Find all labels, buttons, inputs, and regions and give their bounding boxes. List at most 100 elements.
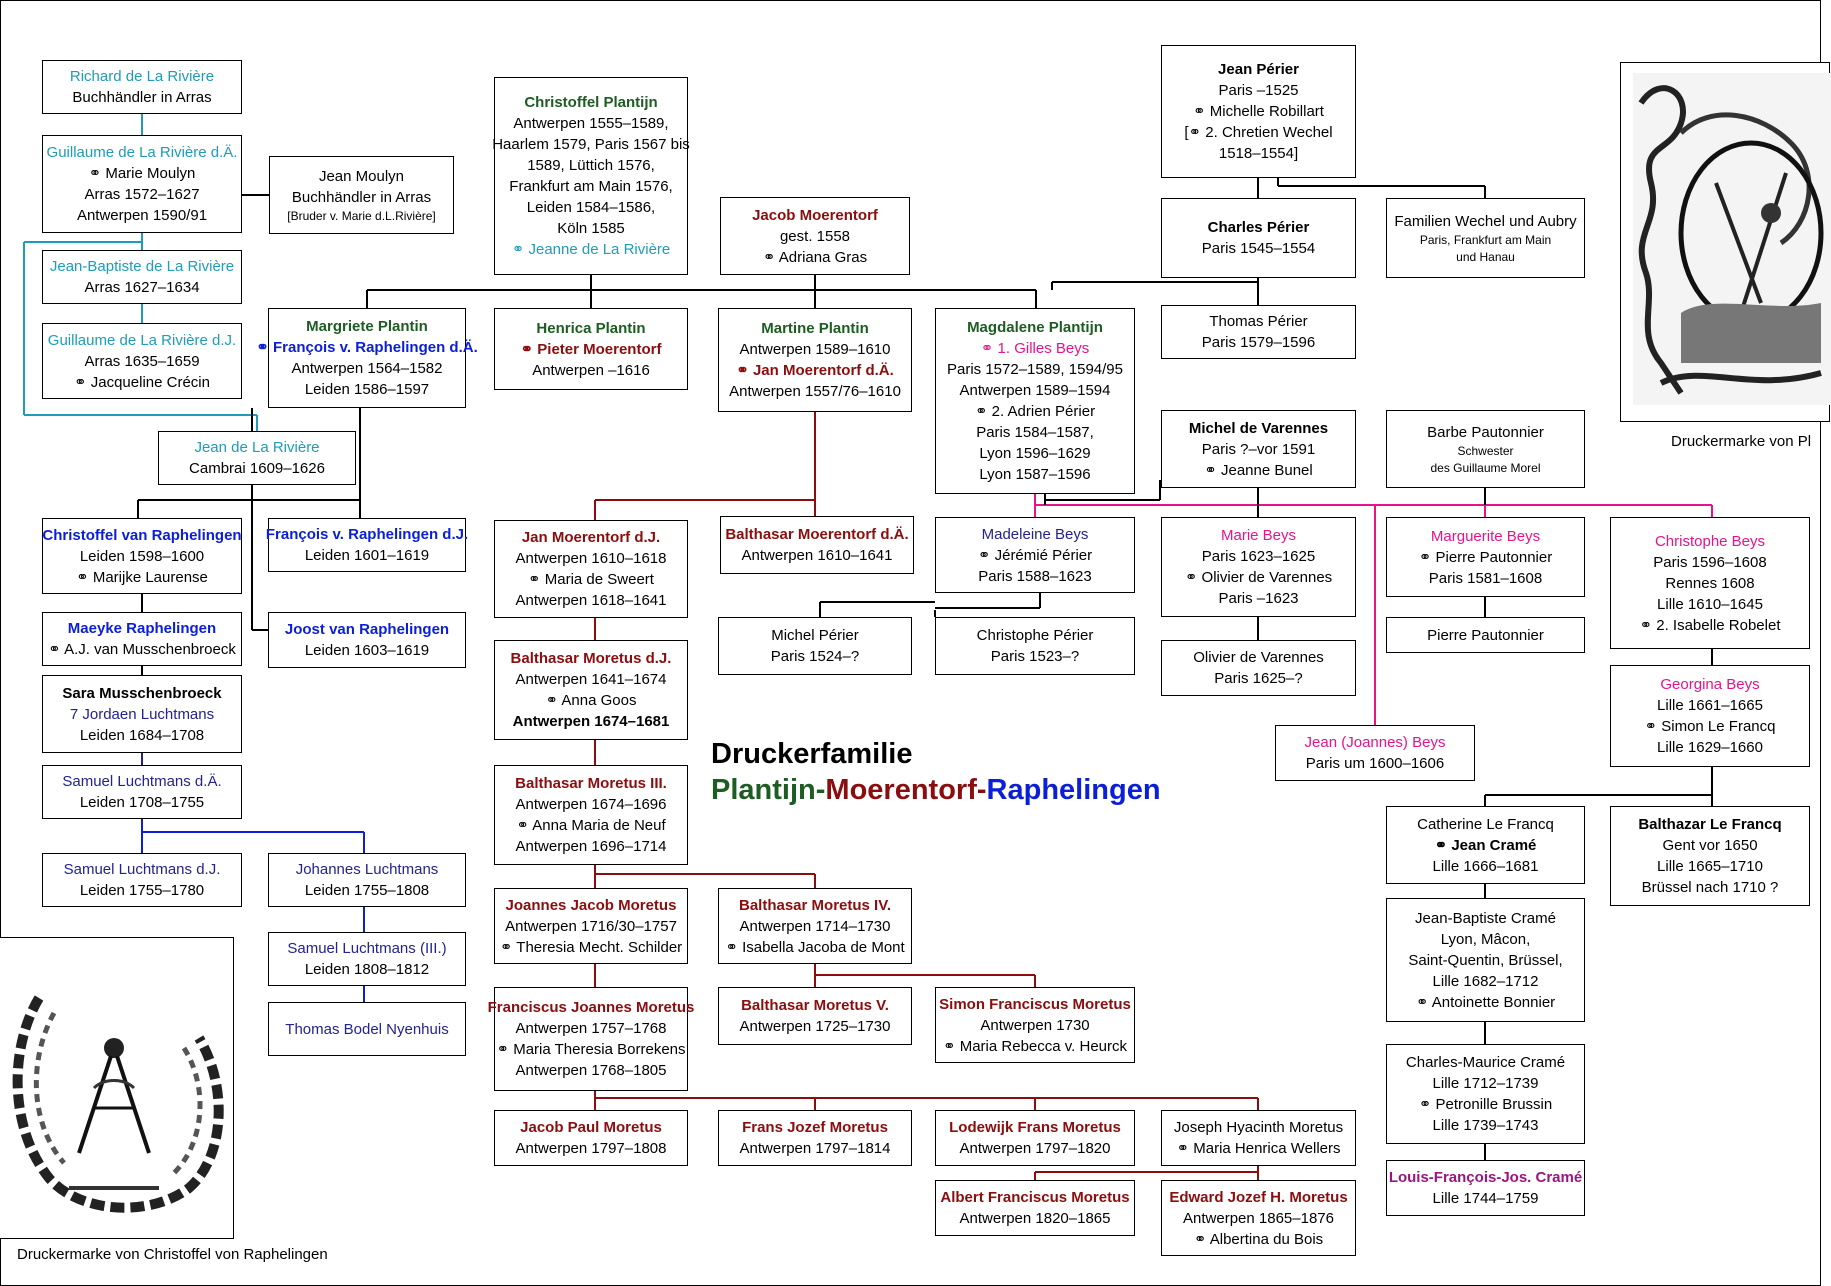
title-plantijn: Plantijn (711, 774, 816, 807)
person-line: Paris 1596–1608 (1653, 553, 1767, 571)
person-line: Saint-Quentin, Brüssel, (1408, 951, 1563, 969)
person-line: Paris ?–vor 1591 (1201, 440, 1316, 458)
person-line: Leiden 1755–1780 (79, 882, 205, 899)
person-line: Madeleine Beys (981, 525, 1089, 543)
person-line: Charles Périer (1207, 219, 1310, 236)
person-line: Thomas Bodel Nyenhuis (285, 1020, 449, 1038)
person-line: Antwerpen 1564–1582 (291, 360, 443, 377)
person-box-samuel-luchtmans-dj: Samuel Luchtmans d.J.Leiden 1755–1780 (42, 853, 242, 907)
person-line: Frans Jozef Moretus (742, 1119, 888, 1136)
person-line: Lille 1666–1681 (1432, 857, 1539, 875)
person-line: ⚭ Adriana Gras (762, 248, 868, 266)
person-line: Leiden 1603–1619 (304, 642, 430, 659)
person-box-balthasar-moretus-iii: Balthasar Moretus III.Antwerpen 1674–169… (494, 765, 688, 865)
person-box-jan-moerentorf-dj: Jan Moerentorf d.J.Antwerpen 1610–1618⚭ … (494, 520, 688, 618)
person-line: Antwerpen 1674–1681 (512, 713, 670, 730)
person-line: ⚭ Simon Le Francq (1644, 718, 1776, 735)
person-line: ⚭ Jean Cramé (1434, 836, 1537, 854)
person-line: Familien Wechel und Aubry (1394, 212, 1577, 230)
person-line: Balthazar Le Francq (1638, 816, 1782, 833)
person-line: Barbe Pautonnier (1427, 423, 1544, 441)
person-line: Balthasar Moretus d.J. (510, 650, 672, 667)
person-line: Joannes Jacob Moretus (505, 896, 677, 914)
person-line: Antwerpen 1610–1641 (741, 547, 893, 564)
person-line: Lyon 1587–1596 (979, 466, 1091, 483)
person-line: Edward Jozef H. Moretus (1169, 1188, 1348, 1206)
person-line: Christophe Beys (1654, 532, 1766, 550)
person-line: Paris 1588–1623 (978, 567, 1092, 585)
person-line: Catherine Le Francq (1417, 815, 1554, 833)
person-line: Jean de La Rivière (194, 439, 320, 456)
person-line: Marie Beys (1220, 527, 1297, 544)
person-line: Antwerpen 1820–1865 (959, 1210, 1111, 1227)
person-box-balthasar-moretus-iv: Balthasar Moretus IV.Antwerpen 1714–1730… (718, 888, 912, 964)
person-box-joseph-hyacinth-moretus: Joseph Hyacinth Moretus⚭ Maria Henrica W… (1161, 1110, 1356, 1166)
person-line: Lille 1661–1665 (1657, 697, 1763, 714)
person-line: ⚭ Albertina du Bois (1193, 1230, 1324, 1248)
title-line2: Plantijn-Moerentorf-Raphelingen (711, 772, 1161, 808)
person-line: Leiden 1755–1808 (304, 882, 430, 899)
person-line: Köln 1585 (557, 220, 625, 237)
raphelingen-mark-caption: Druckermarke von Christoffel von Rapheli… (17, 1246, 328, 1263)
person-box-maeyke-raphelingen: Maeyke Raphelingen⚭ A.J. van Musschenbro… (42, 612, 242, 666)
person-line: ⚭ Petronille Brussin (1418, 1096, 1553, 1113)
person-line: ⚭ Antoinette Bonnier (1415, 993, 1556, 1011)
person-line: Antwerpen –1616 (532, 361, 650, 379)
person-line: Lyon, Mâcon, (1440, 930, 1531, 948)
plantijn-mark-image (1633, 73, 1831, 405)
person-line: Jean Périer (1218, 61, 1299, 78)
person-line: [Bruder v. Marie d.L.Rivière] (287, 208, 436, 223)
person-line: und Hanau (1456, 249, 1515, 264)
person-line: 1518–1554] (1218, 145, 1299, 162)
person-line: Paris –1525 (1218, 82, 1299, 99)
person-line: ⚭ Jan Moerentorf d.Ä. (736, 362, 894, 379)
person-line: Lille 1682–1712 (1432, 972, 1539, 990)
person-line: Antwerpen 1555–1589, (513, 115, 669, 132)
person-line: Antwerpen 1725–1730 (739, 1018, 891, 1035)
person-line: Antwerpen 1557/76–1610 (729, 383, 901, 400)
person-line: Michel Périer (771, 627, 859, 644)
person-line: ⚭ Jérémié Périer (977, 546, 1093, 564)
person-box-balthasar-moretus-v: Balthasar Moretus V.Antwerpen 1725–1730 (718, 987, 912, 1045)
person-line: Jacob Paul Moretus (520, 1119, 662, 1136)
person-line: Franciscus Joannes Moretus (487, 999, 695, 1016)
person-line: Paris, Frankfurt am Main (1419, 232, 1552, 247)
person-line: ⚭ Jeanne de La Rivière (511, 241, 671, 258)
person-line: ⚭ Pierre Pautonnier (1418, 548, 1553, 566)
person-line: Antwerpen 1590/91 (76, 207, 208, 224)
person-line: Lille 1744–1759 (1432, 1190, 1539, 1207)
person-line: Jean-Baptiste de La Rivière (49, 258, 235, 275)
person-line: Christoffel van Raphelingen (42, 526, 242, 544)
person-line: Leiden 1584–1586, (526, 199, 656, 216)
person-line: ⚭ Olivier de Varennes (1184, 569, 1333, 586)
person-line: ⚭ Pieter Moerentorf (520, 340, 662, 358)
person-line: ⚭ François v. Raphelingen d.Ä. (256, 339, 478, 356)
person-box-guillaume-riviere-dj: Guillaume de La Rivière d.J.Arras 1635–1… (42, 323, 242, 399)
title-dash-2: - (976, 774, 987, 807)
title-raphelingen: Raphelingen (986, 774, 1161, 807)
person-line: Lille 1629–1660 (1657, 739, 1763, 756)
person-line: Samuel Luchtmans (III.) (287, 940, 447, 957)
person-box-balthasar-moretus-dj: Balthasar Moretus d.J.Antwerpen 1641–167… (494, 640, 688, 740)
person-line: ⚭ Anna Goos (545, 692, 637, 709)
person-line: ⚭ Isabella Jacoba de Mont (725, 938, 905, 956)
person-line: Paris 1625–? (1214, 670, 1303, 687)
